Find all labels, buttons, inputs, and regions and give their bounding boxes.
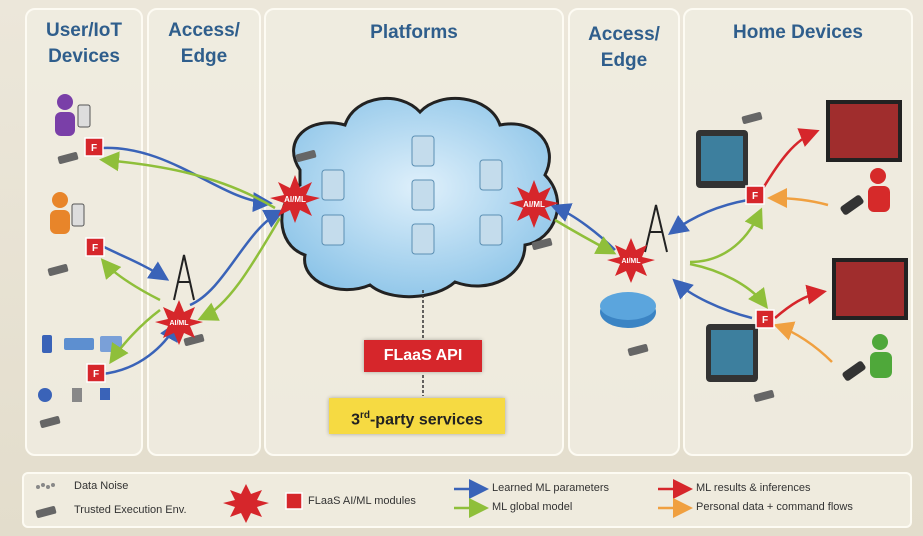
trusted-env-legend-icon (35, 505, 57, 519)
legend-ml-results: ML results & inferences (696, 482, 811, 494)
legend: Data Noise Trusted Execution Env. FLaaS … (22, 472, 912, 528)
third-party-prefix: 3 (351, 411, 360, 429)
legend-global-model: ML global model (492, 501, 573, 513)
aiml-badge: AI/ML (607, 238, 655, 283)
user-green-icon (842, 334, 892, 381)
iot-devices-icon (38, 335, 122, 402)
legend-graphics (35, 479, 693, 523)
aiml-badge-label: AI/ML (523, 200, 545, 209)
svg-text:F: F (93, 369, 99, 380)
third-party-sup: rd (359, 410, 370, 421)
aiml-badge: AI/ML (509, 180, 559, 228)
aiml-legend-icon (223, 484, 269, 523)
cell-tower-icon (173, 204, 668, 301)
aiml-badge: AI/ML (155, 300, 203, 345)
flaas-api-box: FLaaS API (364, 340, 482, 372)
legend-personal-data: Personal data + command flows (696, 501, 853, 513)
trusted-env-icon (39, 111, 775, 429)
column-title-platforms: Platforms (370, 22, 458, 43)
global-model-arrows (99, 151, 769, 365)
router-icon (600, 292, 656, 328)
flaas-module-legend-icon (285, 492, 303, 510)
third-party-suffix: -party services (369, 411, 483, 429)
svg-text:F: F (762, 315, 768, 326)
legend-flaas-modules: FLaaS AI/ML modules (308, 495, 416, 507)
aiml-badge: AI/ML (270, 175, 320, 223)
column-title-home-devices: Home Devices (733, 22, 863, 43)
column-title-access-edge-left: Access/ Edge (168, 20, 240, 67)
ml-results-arrows (760, 128, 827, 319)
third-party-services-box: 3rd-party services (329, 398, 505, 434)
flaas-module-badge: F F F F F (84, 137, 775, 383)
user-purple-icon (55, 94, 91, 136)
aiml-badge-label: AI/ML (284, 195, 306, 204)
tv-icon (826, 100, 908, 320)
user-red-icon (840, 168, 890, 215)
personal-data-arrows (767, 188, 833, 363)
column-access-edge-left: Access/ Edge (147, 8, 261, 456)
svg-text:F: F (752, 191, 758, 202)
user-orange-icon (50, 192, 85, 234)
server-icon (321, 135, 503, 255)
legend-trusted-env: Trusted Execution Env. (74, 504, 187, 516)
svg-text:F: F (92, 243, 98, 254)
legend-learned-params: Learned ML parameters (492, 482, 609, 494)
legend-data-noise: Data Noise (74, 480, 129, 492)
column-title-access-edge-right: Access/ Edge (588, 24, 660, 71)
tablet-icon (696, 130, 758, 382)
column-title-user-iot: User/IoT Devices (45, 20, 123, 67)
aiml-badge-label: AI/ML (621, 258, 641, 265)
svg-text:F: F (91, 143, 97, 154)
column-user-iot: User/IoT Devices (25, 8, 143, 456)
data-noise-icon (36, 483, 55, 489)
aiml-badge-label: AI/ML (169, 320, 189, 327)
